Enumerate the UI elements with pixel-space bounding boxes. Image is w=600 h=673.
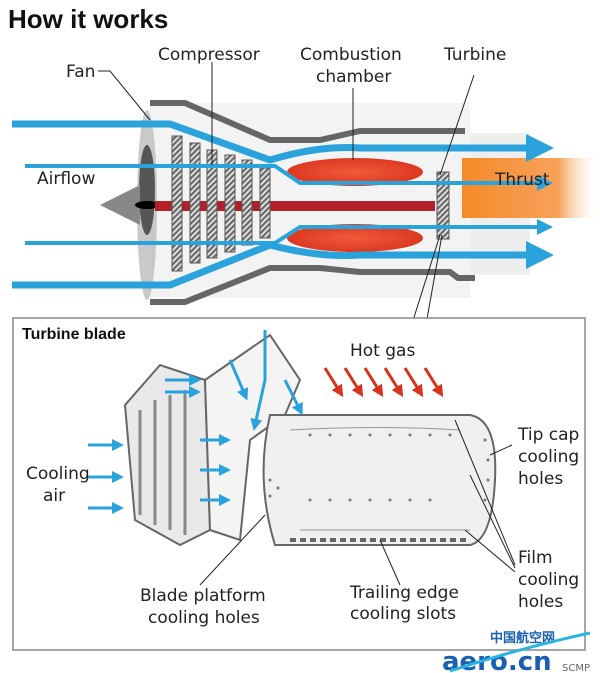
label-compressor: Compressor bbox=[158, 45, 260, 65]
label-platform-2: cooling holes bbox=[148, 608, 260, 628]
svg-text:SCMP: SCMP bbox=[562, 663, 590, 673]
watermark-logo: 中国航空网 aero.cn SCMP bbox=[442, 630, 591, 673]
label-hot-gas: Hot gas bbox=[350, 341, 415, 361]
combustion-bottom bbox=[287, 224, 423, 252]
label-tip-cap-2: cooling bbox=[518, 447, 579, 467]
fan-leader bbox=[98, 70, 151, 121]
turbine-blade bbox=[123, 333, 497, 547]
label-film-2: cooling bbox=[518, 570, 579, 590]
label-combustion-2: chamber bbox=[316, 67, 391, 87]
panel-title: Turbine blade bbox=[22, 326, 126, 343]
label-combustion-1: Combustion bbox=[300, 45, 402, 65]
thrust-plume bbox=[462, 158, 600, 218]
label-tip-cap-1: Tip cap bbox=[517, 425, 579, 445]
engine bbox=[12, 62, 600, 331]
label-cooling-air-1: Cooling bbox=[26, 464, 90, 484]
combustion-top bbox=[287, 158, 423, 186]
label-airflow: Airflow bbox=[37, 169, 95, 189]
airflow-arrows bbox=[12, 120, 554, 289]
label-thrust: Thrust bbox=[494, 170, 550, 190]
blade-airfoil bbox=[262, 414, 497, 546]
hot-gas-arrows bbox=[323, 367, 444, 398]
label-platform-1: Blade platform bbox=[140, 586, 266, 606]
turbine-blade-leader bbox=[409, 234, 443, 331]
shaft bbox=[155, 201, 435, 211]
cooling-air-arrows bbox=[88, 330, 303, 514]
label-turbine: Turbine bbox=[443, 45, 506, 65]
svg-text:中国航空网: 中国航空网 bbox=[490, 630, 555, 646]
turbine-leader bbox=[439, 74, 475, 176]
nose-cone bbox=[100, 185, 140, 225]
label-fan: Fan bbox=[66, 62, 95, 82]
turbine-stage bbox=[436, 171, 450, 240]
compressor-stages bbox=[171, 135, 271, 272]
label-trailing-1: Trailing edge bbox=[349, 583, 459, 603]
cooling-holes bbox=[268, 433, 490, 502]
blade-leaders bbox=[199, 419, 516, 586]
label-film-1: Film bbox=[518, 548, 553, 568]
casing-bottom bbox=[150, 265, 475, 305]
page-title: How it works bbox=[8, 4, 168, 34]
label-tip-cap-3: holes bbox=[518, 469, 563, 489]
casing-top bbox=[150, 100, 465, 143]
label-cooling-air-2: air bbox=[43, 486, 65, 506]
label-film-3: holes bbox=[518, 592, 563, 612]
label-trailing-2: cooling slots bbox=[350, 604, 456, 624]
